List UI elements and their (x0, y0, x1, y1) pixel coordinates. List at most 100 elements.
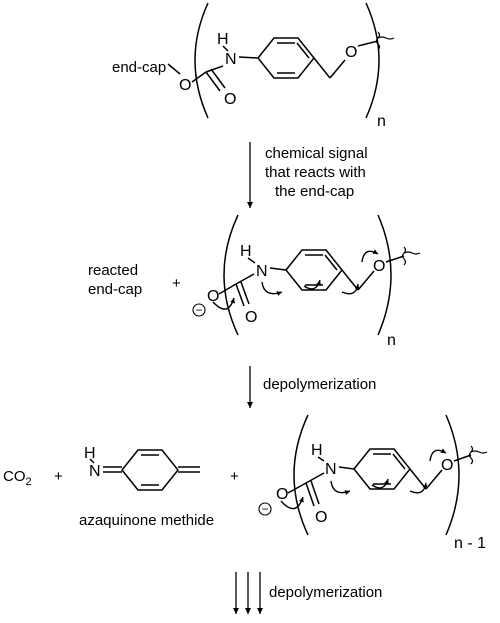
electron-pushing-arrow (429, 448, 447, 462)
carbonyl-bond (205, 71, 221, 92)
carbonyl-bond (310, 480, 320, 505)
wavy-bond (377, 36, 395, 40)
bond (287, 482, 307, 494)
wavy-bond (403, 251, 421, 255)
plus-sign: + (230, 468, 239, 485)
bond (409, 468, 427, 490)
bond (167, 63, 181, 75)
reacted-endcap-label-line2: end-cap (88, 281, 142, 298)
negative-charge: − (261, 502, 268, 516)
negative-charge-icon (192, 303, 206, 317)
carbonyl-bond (305, 482, 315, 507)
oxygen-atom: O (207, 288, 219, 305)
left-parenthesis (223, 214, 239, 336)
repeat-subscript: n - 1 (454, 535, 486, 552)
negative-charge-icon (258, 502, 272, 516)
left-parenthesis (293, 414, 309, 536)
oxygen-atom: O (345, 44, 357, 61)
hydrogen-atom: H (217, 31, 229, 48)
nitrogen-atom: N (225, 51, 237, 68)
left-parenthesis (194, 2, 209, 119)
negative-charge: − (195, 303, 202, 317)
reaction-arrow-3: depolymerization (233, 572, 382, 614)
nitrogen-atom: N (325, 461, 337, 478)
structure-3: CO2 + N H azaquinone methide + − O O N H (3, 414, 488, 552)
electron-pushing-arrow (261, 281, 283, 296)
co2-label: CO2 (3, 468, 32, 488)
right-parenthesis (445, 414, 460, 536)
bond (269, 267, 287, 271)
oxygen-atom: O (179, 77, 191, 94)
hydrogen-atom: H (240, 243, 252, 260)
signal-label-line1: chemical signal (265, 145, 368, 162)
ring-double-bond (324, 254, 338, 271)
bond (218, 283, 237, 295)
carbonyl-bond (240, 281, 250, 305)
nitrogen-atom: N (89, 463, 101, 480)
right-parenthesis (377, 214, 392, 336)
bond (338, 466, 355, 470)
bond (341, 269, 359, 291)
oxygen-atom: O (276, 486, 288, 503)
bond (205, 65, 224, 73)
ring-double-bond (392, 453, 406, 470)
ring-double-bond (296, 42, 310, 59)
quinoid-ring (121, 449, 179, 491)
bond (357, 270, 375, 291)
electron-pushing-arrow (280, 496, 304, 510)
bond (89, 458, 95, 464)
electron-pushing-arrow (212, 297, 235, 310)
benzene-ring (353, 448, 411, 490)
bond (235, 273, 255, 285)
oxygen-atom: O (245, 309, 257, 326)
bond (313, 57, 331, 79)
signal-label-line2: that reacts with (265, 164, 366, 181)
bond (385, 255, 405, 263)
nitrogen-atom: N (256, 263, 268, 280)
wavy-bond (375, 31, 381, 51)
bond (453, 454, 472, 462)
depolymerization-label: depolymerization (263, 376, 376, 393)
bond (238, 56, 259, 59)
right-parenthesis (365, 2, 380, 119)
repeat-subscript: n (387, 332, 396, 349)
electron-pushing-arrow (330, 480, 351, 496)
wavy-bond (470, 450, 488, 454)
oxygen-atom: O (441, 457, 453, 474)
depolymerization-label: depolymerization (269, 584, 382, 601)
bond (222, 45, 229, 52)
signal-label-line3: the end-cap (275, 183, 354, 200)
bond (329, 59, 346, 79)
electron-pushing-arrow (303, 279, 322, 290)
oxygen-atom: O (315, 509, 327, 526)
bond (425, 469, 443, 490)
reaction-arrow-2: depolymerization (247, 366, 376, 408)
electron-pushing-arrow (409, 482, 428, 494)
electron-pushing-arrow (341, 283, 360, 295)
wavy-bond (401, 246, 407, 266)
electron-pushing-arrow (361, 249, 379, 263)
plus-sign: + (54, 468, 63, 485)
carbonyl-bond (210, 68, 226, 89)
bond (191, 71, 207, 83)
reacted-endcap-label-line1: reacted (88, 262, 138, 279)
bond (317, 456, 325, 462)
plus-sign: + (172, 275, 181, 292)
oxygen-atom: O (224, 91, 236, 108)
endcap-label: end-cap (112, 59, 166, 76)
reaction-arrow-1: chemical signal that reacts with the end… (247, 142, 368, 208)
azaquinone-methide-label: azaquinone methide (79, 512, 214, 529)
repeat-subscript: n (377, 113, 386, 130)
oxygen-atom: O (373, 258, 385, 275)
structure-2: reacted end-cap + − O O N H O n (88, 214, 421, 349)
hydrogen-atom: H (311, 442, 323, 459)
electron-pushing-arrow (371, 478, 390, 489)
bond (357, 40, 379, 47)
structure-1: end-cap O O N H O n (112, 2, 395, 130)
benzene-ring (285, 249, 343, 291)
bond (305, 472, 325, 484)
bond (247, 257, 256, 264)
carbonyl-bond (235, 283, 245, 307)
hydrogen-atom: H (84, 445, 96, 462)
